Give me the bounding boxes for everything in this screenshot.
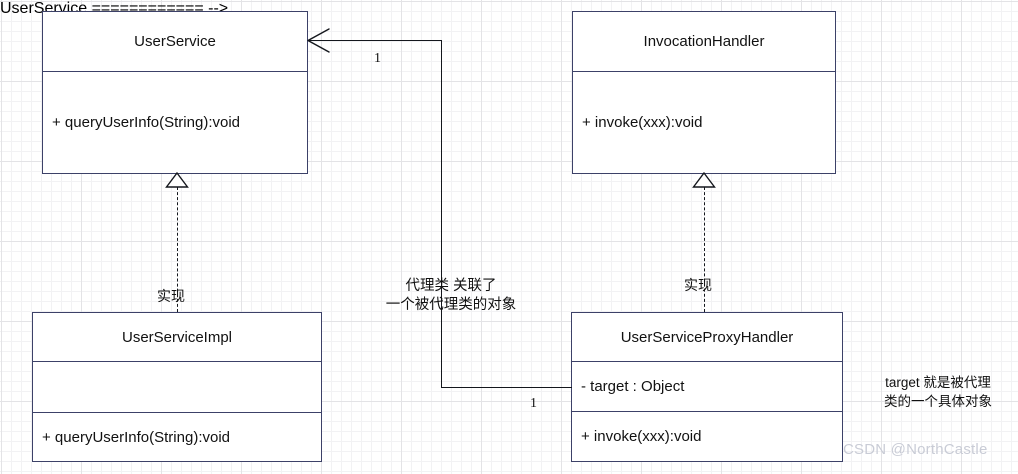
class-attribute-user-service-proxy-handler-0: - target : Object	[572, 361, 842, 411]
realization-label-left: 实现	[157, 288, 185, 304]
association-arrowhead-icon	[305, 27, 331, 54]
association-multiplicity-source: 1	[530, 396, 537, 411]
realization-line-left	[177, 187, 178, 312]
class-attribute-user-service-impl-0	[33, 361, 321, 412]
target-note-line-2: 类的一个具体对象	[884, 394, 992, 409]
association-segment-bottom	[441, 387, 572, 388]
association-segment-top	[309, 40, 442, 41]
class-title-user-service-impl: UserServiceImpl	[121, 328, 233, 346]
class-box-user-service-impl[interactable]: UserServiceImpl + queryUserInfo(String):…	[32, 312, 322, 462]
association-segment-vertical	[441, 40, 442, 388]
realization-line-right	[704, 187, 705, 312]
association-note-line-1: 代理类 关联了	[405, 278, 497, 294]
class-title-user-service: UserService	[134, 33, 216, 50]
realization-arrowhead-left-icon	[165, 171, 189, 188]
association-note-line-2: 一个被代理类的对象	[385, 297, 517, 313]
class-box-user-service-proxy-handler[interactable]: UserServiceProxyHandler - target : Objec…	[571, 312, 843, 462]
realization-arrowhead-right-icon	[692, 171, 716, 188]
target-note: target 就是被代理 类的一个具体对象	[862, 373, 1014, 411]
class-box-invocation-handler[interactable]: InvocationHandler + invoke(xxx):void	[572, 11, 836, 174]
class-method-invocation-handler-0: + invoke(xxx):void	[573, 71, 835, 173]
class-method-user-service-proxy-handler-0: + invoke(xxx):void	[572, 411, 842, 461]
class-method-user-service-0: + queryUserInfo(String):void	[43, 71, 307, 173]
class-title-invocation-handler: InvocationHandler	[643, 33, 765, 50]
watermark: CSDN @NorthCastle	[843, 441, 988, 458]
target-note-line-1: target 就是被代理	[885, 375, 991, 390]
class-title-user-service-proxy-handler: UserServiceProxyHandler	[620, 328, 794, 346]
class-box-user-service[interactable]: UserService + queryUserInfo(String):void	[42, 11, 308, 174]
class-method-user-service-impl-0: + queryUserInfo(String):void	[33, 412, 321, 461]
realization-label-right: 实现	[684, 277, 712, 293]
association-multiplicity-target: 1	[374, 51, 381, 66]
association-note: 代理类 关联了 一个被代理类的对象	[358, 277, 544, 315]
